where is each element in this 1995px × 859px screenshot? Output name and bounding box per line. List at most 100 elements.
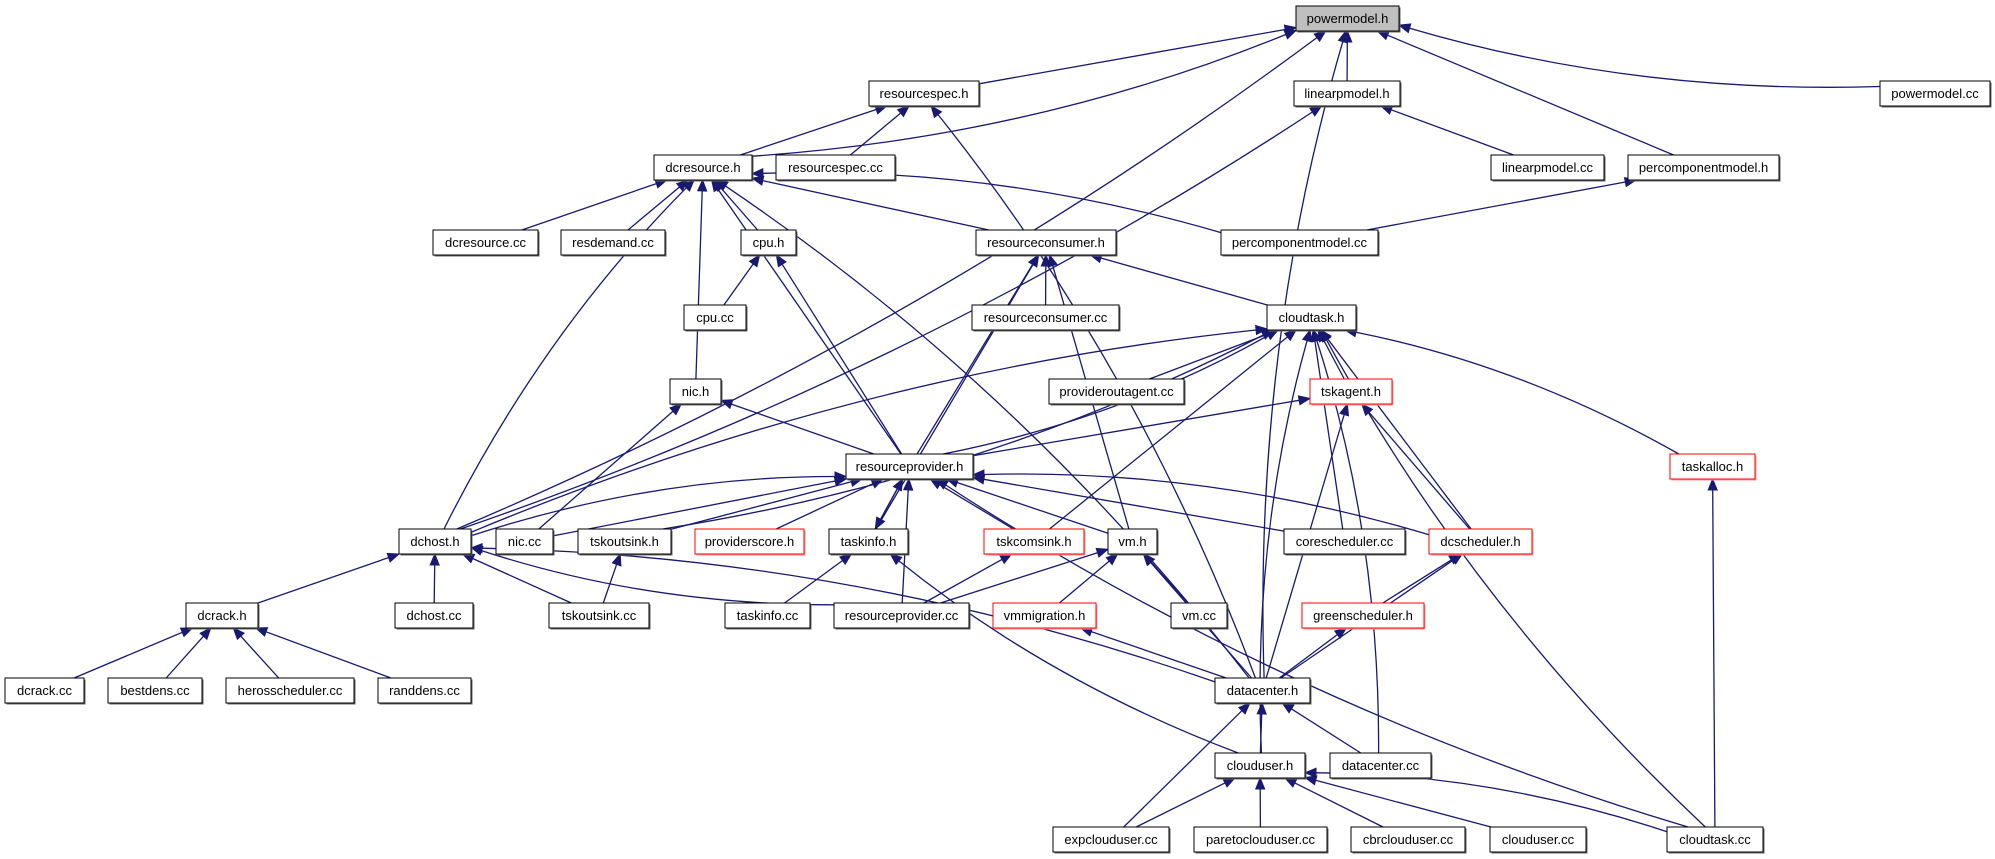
node-percomponentmodel-h[interactable]: percomponentmodel.h <box>1627 154 1781 182</box>
node-dcrack-h[interactable]: dcrack.h <box>185 602 260 630</box>
edge-clouduser-h-to-datacenter-h <box>1256 701 1267 754</box>
node-datacenter-h[interactable]: datacenter.h <box>1214 677 1312 705</box>
node-cloudtask-cc[interactable]: cloudtask.cc <box>1666 826 1765 854</box>
edge-datacenter-cc-to-datacenter-h <box>1281 702 1362 754</box>
node-herosscheduler-cc[interactable]: herosscheduler.cc <box>225 677 356 705</box>
arrowhead-icon <box>710 178 723 193</box>
edge-line <box>781 263 903 455</box>
edge-line <box>762 179 989 231</box>
node-label: taskalloc.h <box>1682 459 1743 474</box>
edge-dcresource-cc-to-dcresource-h <box>521 178 669 231</box>
arrowhead-icon <box>1397 23 1412 34</box>
node-box <box>1329 752 1432 779</box>
node-powermodel-cc[interactable]: powermodel.cc <box>1879 80 1992 108</box>
node-box <box>107 677 203 704</box>
node-nic-cc[interactable]: nic.cc <box>495 528 555 556</box>
node-linearpmodel-h[interactable]: linearpmodel.h <box>1293 80 1402 108</box>
node-resourcespec-h[interactable]: resourcespec.h <box>868 80 981 108</box>
node-dcscheduler-h[interactable]: dcscheduler.h <box>1428 528 1534 556</box>
node-dchost-cc[interactable]: dchost.cc <box>394 602 475 630</box>
edge-nic-cc-to-nic-h <box>538 403 683 530</box>
arrowhead-icon <box>1105 553 1119 566</box>
node-provideroutagent-cc[interactable]: provideroutagent.cc <box>1048 378 1186 406</box>
edge-providerscore-h-to-resourceprovider-h <box>775 478 884 530</box>
node-cpu-cc[interactable]: cpu.cc <box>683 304 748 332</box>
node-greenscheduler-h[interactable]: greenscheduler.h <box>1301 602 1426 630</box>
node-label: tskoutsink.h <box>590 534 659 549</box>
arrowhead-icon <box>1142 553 1155 567</box>
edge-line <box>1049 336 1288 530</box>
edge-line <box>165 635 204 679</box>
node-resourcespec-cc[interactable]: resourcespec.cc <box>775 154 897 182</box>
node-resdemand-cc[interactable]: resdemand.cc <box>560 229 667 257</box>
node-clouduser-h[interactable]: clouduser.h <box>1214 752 1307 780</box>
edge-resourceprovider-h-to-nic-h <box>719 399 875 455</box>
node-box <box>1170 602 1228 629</box>
node-box <box>1266 304 1357 331</box>
edge-line <box>1315 772 1668 833</box>
node-dcresource-h[interactable]: dcresource.h <box>653 154 754 182</box>
edge-line <box>1291 708 1362 754</box>
node-vm-cc[interactable]: vm.cc <box>1170 602 1229 630</box>
node-providerscore-h[interactable]: providerscore.h <box>694 528 806 556</box>
node-percomponentmodel-cc[interactable]: percomponentmodel.cc <box>1220 229 1380 257</box>
node-resourceprovider-h[interactable]: resourceprovider.h <box>845 453 975 481</box>
arrowhead-icon <box>1320 328 1332 343</box>
node-dcresource-cc[interactable]: dcresource.cc <box>432 229 540 257</box>
node-datacenter-cc[interactable]: datacenter.cc <box>1329 752 1433 780</box>
node-cloudtask-h[interactable]: cloudtask.h <box>1266 304 1358 332</box>
edge-line <box>240 635 280 679</box>
node-corescheduler-cc[interactable]: corescheduler.cc <box>1283 528 1407 556</box>
edge-line <box>723 263 754 306</box>
edge-line <box>460 111 1313 530</box>
node-expclouduser-cc[interactable]: expclouduser.cc <box>1052 826 1171 854</box>
node-box <box>1214 752 1306 779</box>
node-resourceprovider-cc[interactable]: resourceprovider.cc <box>833 602 971 630</box>
edge-line <box>916 264 1034 455</box>
node-box <box>394 602 474 629</box>
edge-bestdens-cc-to-dcrack-h <box>165 627 212 679</box>
node-label: resourcespec.h <box>880 86 969 101</box>
node-label: provideroutagent.cc <box>1059 384 1174 399</box>
node-tskagent-h[interactable]: tskagent.h <box>1309 378 1394 406</box>
node-box <box>868 80 980 107</box>
edge-linearpmodel-cc-to-linearpmodel-h <box>1379 105 1514 156</box>
node-dcrack-cc[interactable]: dcrack.cc <box>4 677 86 705</box>
node-nic-h[interactable]: nic.h <box>669 378 723 406</box>
node-box <box>1052 826 1170 853</box>
node-bestdens-cc[interactable]: bestdens.cc <box>107 677 204 705</box>
node-box <box>683 304 747 331</box>
node-taskinfo-h[interactable]: taskinfo.h <box>828 528 910 556</box>
edge-line <box>1123 710 1243 828</box>
node-vmmigration-h[interactable]: vmmigration.h <box>992 602 1098 630</box>
edge-resourceprovider-h-to-dcresource-h <box>710 178 902 455</box>
node-taskalloc-h[interactable]: taskalloc.h <box>1669 453 1757 481</box>
node-tskoutsink-h[interactable]: tskoutsink.h <box>577 528 673 556</box>
edge-dcrack-cc-to-dcrack-h <box>73 627 194 679</box>
node-linearpmodel-cc[interactable]: linearpmodel.cc <box>1490 154 1606 182</box>
arrowhead-icon <box>750 175 765 186</box>
node-label: bestdens.cc <box>120 683 190 698</box>
edge-line <box>983 478 1285 532</box>
node-paretoclouduser-cc[interactable]: paretoclouduser.cc <box>1193 826 1329 854</box>
node-clouduser-cc[interactable]: clouduser.cc <box>1489 826 1588 854</box>
node-cbrclouduser-cc[interactable]: cbrclouduser.cc <box>1350 826 1467 854</box>
node-vm-h[interactable]: vm.h <box>1107 528 1159 556</box>
node-cpu-h[interactable]: cpu.h <box>740 229 798 257</box>
node-label: datacenter.cc <box>1342 758 1420 773</box>
edge-clouduser-h-to-taskinfo-h <box>889 553 1239 754</box>
node-tskoutsink-cc[interactable]: tskoutsink.cc <box>548 602 651 630</box>
node-tskcomsink-h[interactable]: tskcomsink.h <box>983 528 1086 556</box>
edge-line <box>1322 339 1345 380</box>
node-taskinfo-cc[interactable]: taskinfo.cc <box>724 602 812 630</box>
node-powermodel-h[interactable]: powermodel.h <box>1295 5 1401 33</box>
node-resourceconsumer-cc[interactable]: resourceconsumer.cc <box>971 304 1121 332</box>
edge-line <box>456 37 1318 530</box>
edge-line <box>1315 779 1492 828</box>
node-dchost-h[interactable]: dchost.h <box>398 528 473 556</box>
node-label: herosscheduler.cc <box>238 683 343 698</box>
edge-line <box>972 399 1300 457</box>
edge-line <box>1262 41 1344 679</box>
node-resourceconsumer-h[interactable]: resourceconsumer.h <box>975 229 1118 257</box>
node-randdens-cc[interactable]: randdens.cc <box>377 677 473 705</box>
